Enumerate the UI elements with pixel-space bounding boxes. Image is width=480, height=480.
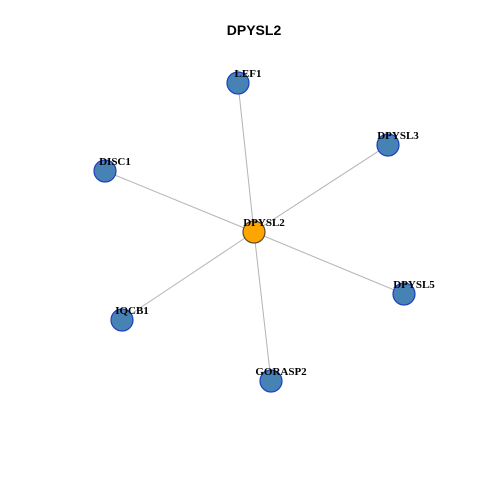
node-disc1: DISC1 bbox=[93, 156, 131, 183]
node-lef1: LEF1 bbox=[226, 68, 262, 95]
node-circle-gorasp2 bbox=[259, 369, 283, 393]
node-dpysl2: DPYSL2 bbox=[242, 217, 285, 244]
node-circle-dpysl3 bbox=[376, 133, 400, 157]
node-circle-lef1 bbox=[226, 71, 250, 95]
edge-dpysl2-gorasp2 bbox=[253, 231, 272, 382]
edge-dpysl2-dpysl3 bbox=[253, 144, 389, 233]
edge-dpysl2-lef1 bbox=[237, 82, 255, 233]
node-dpysl5: DPYSL5 bbox=[392, 279, 435, 306]
node-dpysl3: DPYSL3 bbox=[376, 130, 419, 157]
edge-dpysl2-iqcb1 bbox=[121, 231, 255, 321]
node-label-dpysl3: DPYSL3 bbox=[377, 130, 419, 142]
node-gorasp2: GORASP2 bbox=[255, 366, 307, 393]
diagram-title: DPYSL2 bbox=[227, 22, 282, 38]
node-circle-disc1 bbox=[93, 159, 117, 183]
edges-layer bbox=[104, 82, 405, 382]
node-circle-dpysl5 bbox=[392, 282, 416, 306]
node-iqcb1: IQCB1 bbox=[110, 305, 149, 332]
node-label-gorasp2: GORASP2 bbox=[255, 366, 307, 378]
node-label-disc1: DISC1 bbox=[99, 156, 131, 168]
edge-dpysl2-disc1 bbox=[104, 170, 255, 233]
node-circle-dpysl2 bbox=[242, 220, 266, 244]
node-label-dpysl5: DPYSL5 bbox=[393, 279, 435, 291]
node-circle-iqcb1 bbox=[110, 308, 134, 332]
node-label-iqcb1: IQCB1 bbox=[115, 305, 149, 317]
edge-dpysl2-dpysl5 bbox=[253, 231, 405, 295]
node-label-lef1: LEF1 bbox=[235, 68, 262, 80]
node-label-dpysl2: DPYSL2 bbox=[243, 217, 285, 229]
